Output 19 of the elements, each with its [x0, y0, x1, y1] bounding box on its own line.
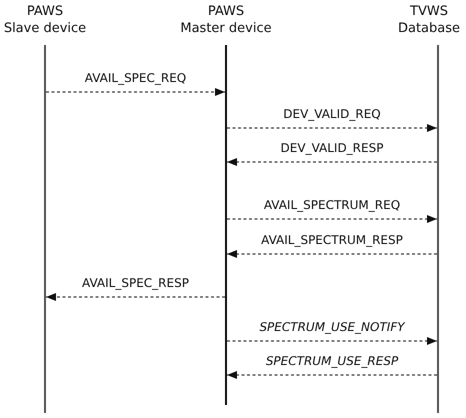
- edge-label: DEV_VALID_REQ: [283, 107, 381, 121]
- participant-label: PAWS Master device: [179, 3, 273, 37]
- edge-label: DEV_VALID_RESP: [280, 141, 384, 155]
- arrow: [226, 158, 438, 166]
- arrow: [226, 371, 438, 379]
- arrow: [226, 337, 438, 345]
- edge-label: AVAIL_SPECTRUM_RESP: [261, 233, 403, 247]
- edge-label: AVAIL_SPEC_RESP: [82, 276, 189, 290]
- edge-label: SPECTRUM_USE_RESP: [266, 354, 398, 368]
- arrow: [46, 293, 226, 301]
- participant-label: TVWS Database: [396, 3, 462, 37]
- arrow: [226, 124, 438, 132]
- arrow: [46, 88, 226, 96]
- edge-label: AVAIL_SPEC_REQ: [84, 71, 186, 85]
- edge-label: AVAIL_SPECTRUM_REQ: [264, 198, 400, 212]
- arrow: [226, 250, 438, 258]
- edge-label: SPECTRUM_USE_NOTIFY: [259, 320, 405, 334]
- arrow: [226, 215, 438, 223]
- participant-label: PAWS Slave device: [3, 3, 87, 37]
